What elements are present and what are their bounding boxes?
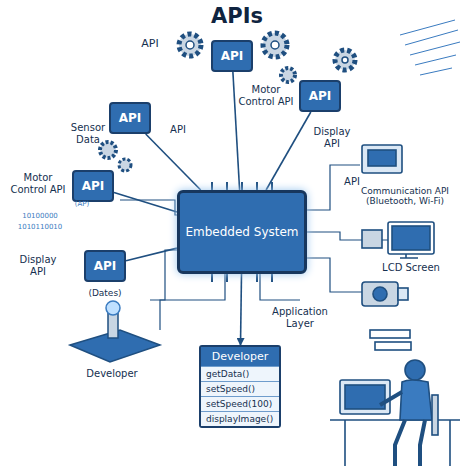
callout-label: API [337,176,367,188]
gears [100,33,355,171]
function-row: setSpeed(100) [201,396,279,411]
callout-label: 1010110010 [5,223,75,231]
callout-label: 10100000 [10,212,70,220]
api-box: API [72,170,114,202]
node-title: API [119,111,142,125]
callout-label: Motor Control API [10,172,66,195]
node-title: Embedded System [185,225,298,239]
callout-label: Communication API (Bluetooth, Wi-Fi) [346,186,464,207]
api-box: API [84,250,126,282]
embedded-chip: Embedded System [177,190,307,274]
callout-label: LCD Screen [376,262,446,274]
api-box: API [109,102,151,134]
api-box: API [299,80,341,112]
function-row: getData() [201,366,279,381]
decor-wires [120,165,388,330]
developer-illustration [330,330,460,466]
callout-label: Developer [77,368,147,380]
node-title: API [309,89,332,103]
developer-panel: DevelopergetData()setSpeed()setSpeed(100… [199,345,281,428]
callout-label: API [130,38,170,51]
connector [146,134,201,190]
callout-label: Display API [13,254,63,277]
callout-label: (Dates) [80,288,130,298]
code-stream [400,20,460,75]
callout-label: Sensor Data [67,122,109,145]
connector [241,274,242,345]
connector [266,112,311,190]
callout-label: Application Layer [264,306,336,329]
diagram-title: APIs [0,4,474,28]
connector [126,248,177,261]
connector [233,72,240,190]
callout-label: (AP) [67,200,97,208]
function-row: displayImage() [201,411,279,426]
function-row: setSpeed() [201,381,279,396]
callout-label: API [163,124,193,136]
api-box: API [211,40,253,72]
circuit-board [70,301,160,362]
node-title: API [82,179,105,193]
callout-label: Motor Control API [237,84,295,107]
callout-label: Display API [305,126,359,149]
node-title: Developer [201,347,279,366]
node-title: API [94,259,117,273]
connector [114,193,177,212]
device-icons [362,145,434,306]
node-title: API [221,49,244,63]
